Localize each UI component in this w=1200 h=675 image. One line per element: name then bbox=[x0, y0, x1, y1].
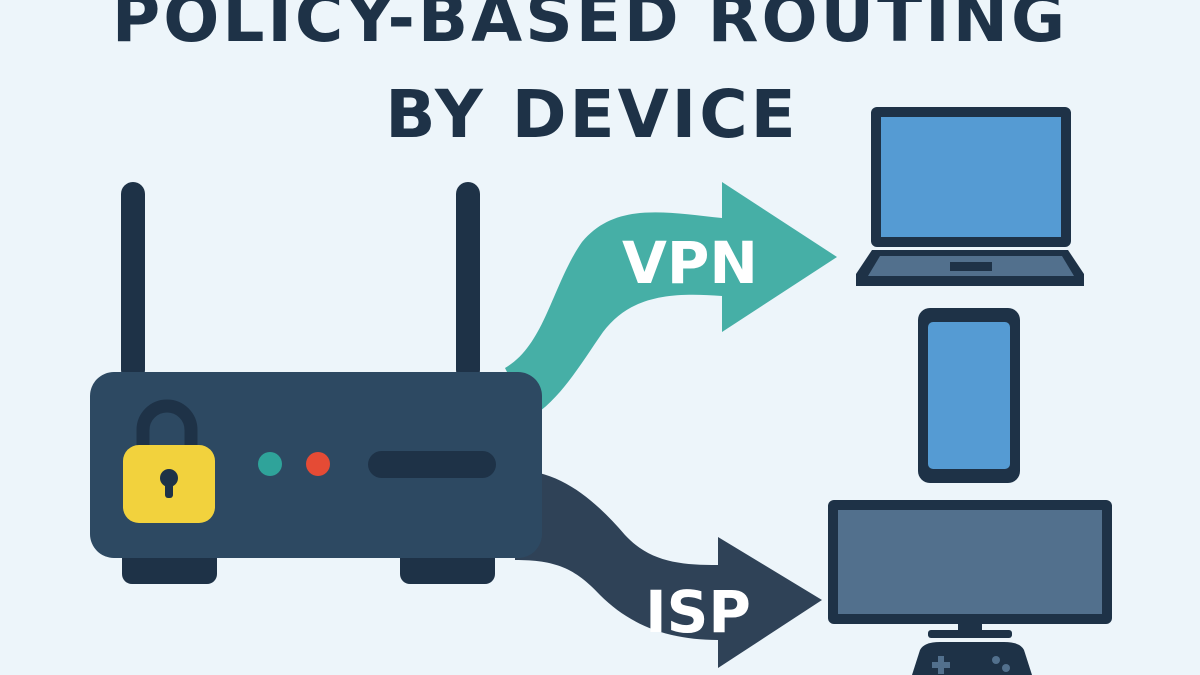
title-line-2: BY DEVICE bbox=[385, 76, 799, 153]
padlock-shackle bbox=[136, 399, 198, 455]
router-antenna-left bbox=[121, 182, 145, 382]
router-antenna-right bbox=[456, 182, 480, 382]
monitor-screen bbox=[838, 510, 1102, 614]
monitor-stand-neck bbox=[958, 624, 982, 632]
title-line-1: POLICY-BASED ROUTING bbox=[111, 0, 1069, 57]
status-led-red bbox=[306, 452, 330, 476]
monitor-stand-base bbox=[928, 630, 1012, 638]
padlock-icon bbox=[123, 399, 215, 523]
isp-route-arrow: ISP bbox=[515, 470, 822, 668]
isp-arrow-shape bbox=[515, 470, 822, 668]
vpn-label: VPN bbox=[622, 229, 758, 297]
gamepad-body bbox=[912, 642, 1032, 675]
laptop-touchpad bbox=[950, 262, 992, 271]
vpn-route-arrow: VPN bbox=[505, 182, 837, 418]
laptop-icon bbox=[856, 107, 1084, 286]
vpn-arrow-shape bbox=[505, 182, 837, 418]
laptop-screen bbox=[881, 117, 1061, 237]
router-icon bbox=[90, 182, 542, 584]
gamepad-button-a bbox=[992, 656, 1000, 664]
monitor-icon bbox=[828, 500, 1112, 638]
status-led-teal bbox=[258, 452, 282, 476]
gamepad-icon bbox=[912, 642, 1032, 675]
smartphone-icon bbox=[918, 308, 1020, 483]
phone-screen bbox=[928, 322, 1010, 469]
isp-label: ISP bbox=[645, 578, 751, 646]
gamepad-dpad-vertical bbox=[938, 656, 944, 674]
padlock-keyhole-slot bbox=[165, 478, 173, 498]
router-display-slot bbox=[368, 451, 496, 478]
gamepad-button-b bbox=[1002, 664, 1010, 672]
